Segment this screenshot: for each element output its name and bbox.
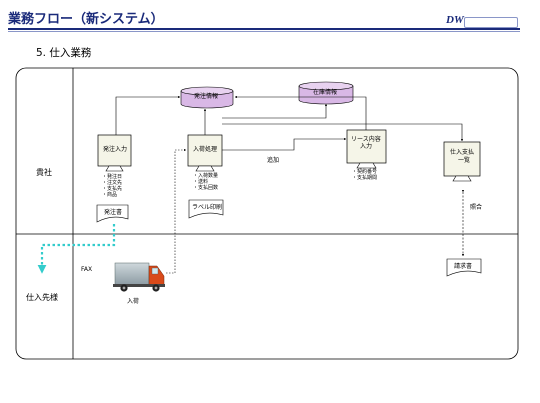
list-item: ・送料 [193,179,209,185]
lane-label-supplier: 仕入先様 [26,293,58,302]
fax-annotation: FAX [81,266,93,273]
stock-info-database [298,81,354,105]
list-item: ・支払先 [102,186,123,192]
lane-label-company: 貴社 [36,168,52,177]
order-entry-label: 発注入力 [103,146,128,153]
order-info-database [180,86,234,109]
invoice-label: 請求書 [454,263,473,270]
payment-list-monitor [443,141,481,182]
list-item: ・商品 [102,192,118,198]
receiving-label: 入荷処理 [193,146,218,153]
order-entry-monitor [97,134,132,172]
lease-entry-monitor [346,129,387,169]
list-item: ・契約番号 [352,169,378,175]
list-item: ・支払期間 [352,175,378,181]
receiving-monitor [187,134,223,172]
receiving-fields-list: ・入荷数量 ・送料 ・支払回数 [193,173,218,191]
payment-list-label-1: 仕入支払 [450,149,475,156]
receiving-to-lease-entry [222,137,347,151]
arrival-annotation: 入荷 [127,298,140,305]
header-rule-thin [8,31,520,32]
order-info-label: 発注情報 [194,93,219,100]
delivery-truck-icon [113,262,165,292]
lease-fields-list: ・契約番号 ・支払期間 [352,169,377,181]
swimlane-frame [15,67,519,360]
order-fields-list: ・発注日 ・注文先 ・支払先 ・商品 [102,174,122,198]
list-item: ・支払回数 [193,185,219,191]
lease-entry-label-1: リース内容 [351,136,381,143]
order-sheet-label: 発注書 [104,209,123,216]
list-item: ・注文先 [102,180,123,186]
list-item: ・入荷数量 [193,173,219,179]
label-print-label: ラベル印刷 [192,204,223,211]
reconcile-annotation: 照合 [470,204,483,211]
order-entry-to-order-info [115,95,181,135]
receiving-to-stock-info [222,103,328,119]
add-annotation: 追加 [267,157,280,164]
arrival-to-receiving [166,148,187,274]
section-title: 5. 仕入業務 [36,47,92,59]
header-rule [8,28,520,30]
fax-arrow [37,224,116,274]
lease-entry-label-2: 入力 [360,143,373,150]
company-logo: DW [446,14,520,28]
list-item: ・発注日 [102,174,123,180]
stock-info-label: 在庫情報 [313,89,338,96]
invoice-document [446,258,482,277]
order-info-to-payment-list [222,123,464,142]
lease-to-order-info [234,95,367,130]
payment-list-label-2: 一覧 [458,157,471,164]
order-sheet-document [96,204,129,223]
label-print-document [188,199,224,219]
logo-mark: DW [446,14,464,26]
page-header-title: 業務フロー（新システム） [8,12,164,27]
logo-wordmark [464,17,518,28]
